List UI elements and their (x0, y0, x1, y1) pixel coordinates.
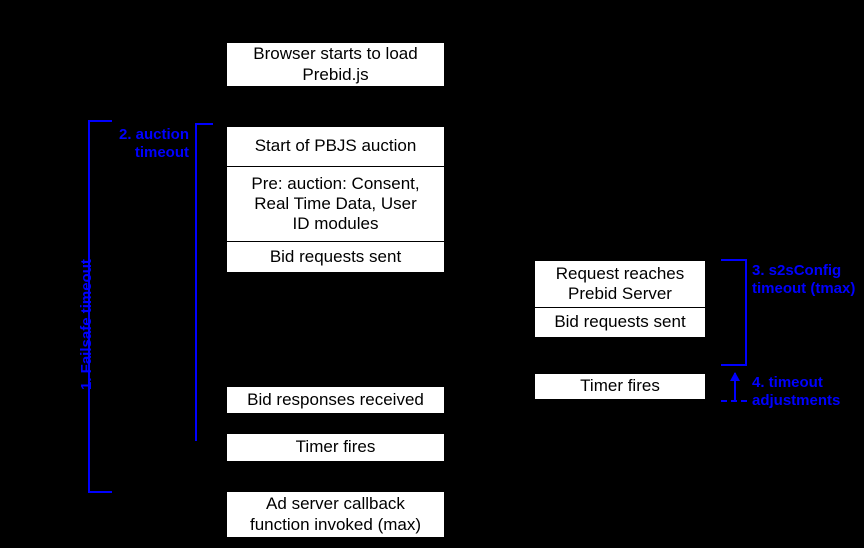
node-ad-server-callback: Ad server callback function invoked (max… (226, 491, 445, 538)
node-pre-auction-modules: Pre: auction: Consent, Real Time Data, U… (227, 167, 444, 242)
node-bid-requests-sent-client: Bid requests sent (227, 242, 444, 272)
annotation-s2sconfig-timeout: 3. s2sConfig timeout (tmax) (752, 262, 856, 298)
annotation-failsafe-timeout: 1. Failsafe timeout (78, 259, 95, 390)
failsafe-bracket-spine (88, 120, 90, 493)
node-start-of-auction: Start of PBJS auction (227, 127, 444, 167)
node-request-reaches-server: Request reaches Prebid Server (535, 261, 705, 308)
server-stack: Request reaches Prebid Server Bid reques… (534, 260, 706, 337)
failsafe-bracket-tick-bottom (88, 491, 112, 493)
s2sconfig-bracket-tick-top (721, 259, 747, 261)
node-bid-requests-sent-server: Bid requests sent (535, 308, 705, 337)
timeout-adjustments-baseline (721, 400, 747, 402)
auction-timeout-bracket-spine (195, 123, 197, 441)
s2sconfig-bracket-spine (745, 259, 747, 366)
node-browser-load: Browser starts to load Prebid.js (226, 42, 445, 87)
auction-stack: Start of PBJS auction Pre: auction: Cons… (226, 126, 445, 272)
annotation-auction-timeout: 2. auction timeout (118, 126, 189, 162)
node-timer-fires-client: Timer fires (226, 433, 445, 462)
auction-timeout-bracket-tick-top (195, 123, 213, 125)
node-timer-fires-server: Timer fires (534, 373, 706, 400)
s2sconfig-bracket-tick-bottom (721, 364, 747, 366)
annotation-timeout-adjustments: 4. timeout adjustments (752, 374, 841, 410)
failsafe-bracket-tick-top (88, 120, 112, 122)
timeout-adjustments-arrow-icon (730, 372, 740, 401)
node-bid-responses-received: Bid responses received (226, 386, 445, 414)
